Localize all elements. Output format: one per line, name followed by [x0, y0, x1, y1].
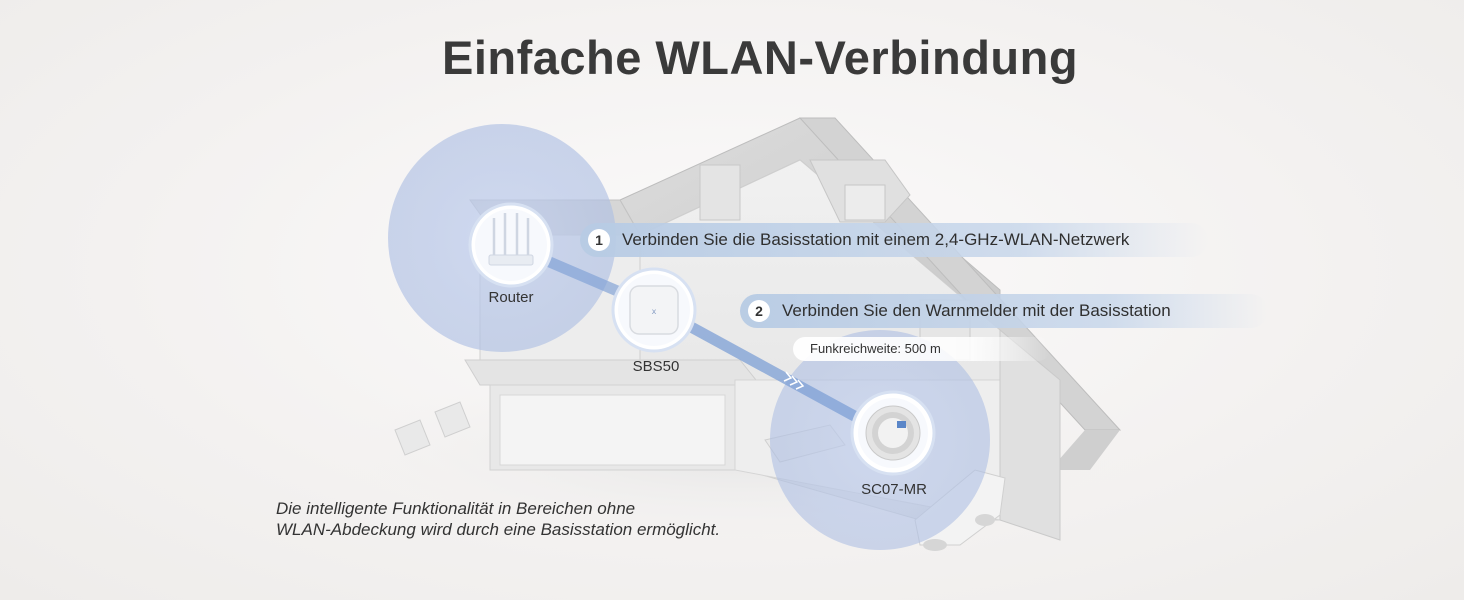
step-1-pill: 1 Verbinden Sie die Basisstation mit ein… — [580, 223, 1208, 257]
step-1-text: Verbinden Sie die Basisstation mit einem… — [622, 230, 1130, 249]
smoke-detector-icon — [865, 405, 921, 461]
step-2-text: Verbinden Sie den Warnmelder mit der Bas… — [782, 301, 1171, 320]
base-station-icon — [629, 285, 679, 335]
caption: Die intelligente Funktionalität in Berei… — [276, 498, 720, 540]
base-station-device: x — [611, 267, 697, 353]
signal-arrows — [783, 371, 805, 390]
smoke-detector-device — [850, 390, 936, 476]
router-icon — [492, 213, 530, 256]
router-device — [468, 202, 554, 288]
router-label: Router — [488, 289, 534, 306]
page-title: Einfache WLAN-Verbindung — [441, 31, 1079, 84]
caption-line-2: WLAN-Abdeckung wird durch eine Basisstat… — [276, 520, 721, 539]
step-2-number: 2 — [748, 300, 770, 322]
detector-label: SC07-MR — [861, 481, 927, 498]
step-1-number: 1 — [588, 229, 610, 251]
base-station-label: SBS50 — [632, 358, 680, 375]
step-2-pill: 2 Verbinden Sie den Warnmelder mit der B… — [740, 294, 1268, 328]
range-badge: Funkreichweite: 500 m — [793, 337, 1050, 361]
caption-line-1: Die intelligente Funktionalität in Berei… — [276, 499, 636, 518]
svg-text:x: x — [652, 307, 657, 316]
base-to-detector-link — [657, 305, 883, 435]
